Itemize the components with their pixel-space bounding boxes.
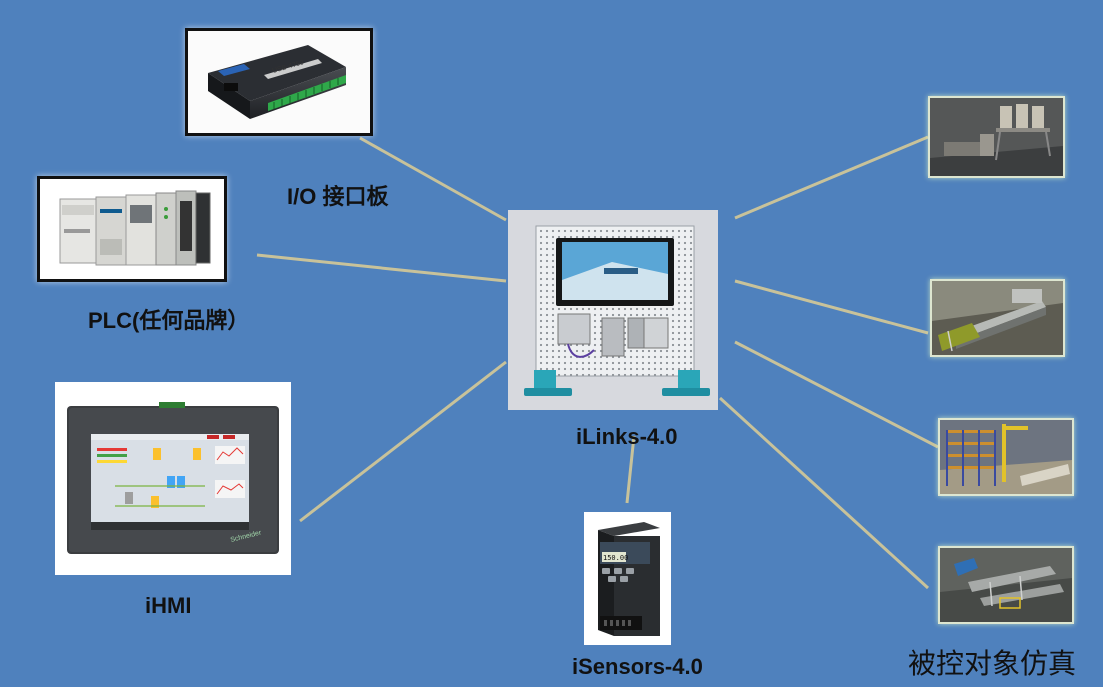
ilinks-hub-label: iLinks-4.0 [576, 424, 678, 449]
simulation-image-3 [938, 418, 1074, 496]
plc-label: PLC(任何品牌） [88, 308, 250, 333]
hmi-label: iHMI [145, 593, 192, 618]
connector-sim-2 [734, 279, 929, 335]
hmi-image: Schneider [55, 382, 291, 575]
connector-sensors [625, 435, 636, 504]
isensors-image: 150.00 [584, 512, 671, 645]
simulation-image-1 [928, 96, 1065, 178]
simulation-image-2 [930, 279, 1065, 357]
connector-sim-4 [718, 396, 930, 590]
io-board-image: USB-4750 [185, 28, 373, 136]
ilinks-hub-image [508, 210, 718, 410]
isensors-display-text: 150.00 [603, 554, 628, 562]
isensors-label: iSensors-4.0 [572, 654, 703, 679]
connector-io-board [359, 136, 507, 222]
plc-image [37, 176, 227, 282]
io-board-label: I/O 接口板 [287, 184, 389, 209]
simulation-group-label: 被控对象仿真 [908, 647, 1077, 680]
connector-sim-1 [734, 135, 929, 220]
connector-hmi [299, 360, 507, 523]
connector-plc [256, 253, 507, 283]
simulation-image-4 [938, 546, 1074, 624]
connector-sim-3 [734, 340, 939, 449]
